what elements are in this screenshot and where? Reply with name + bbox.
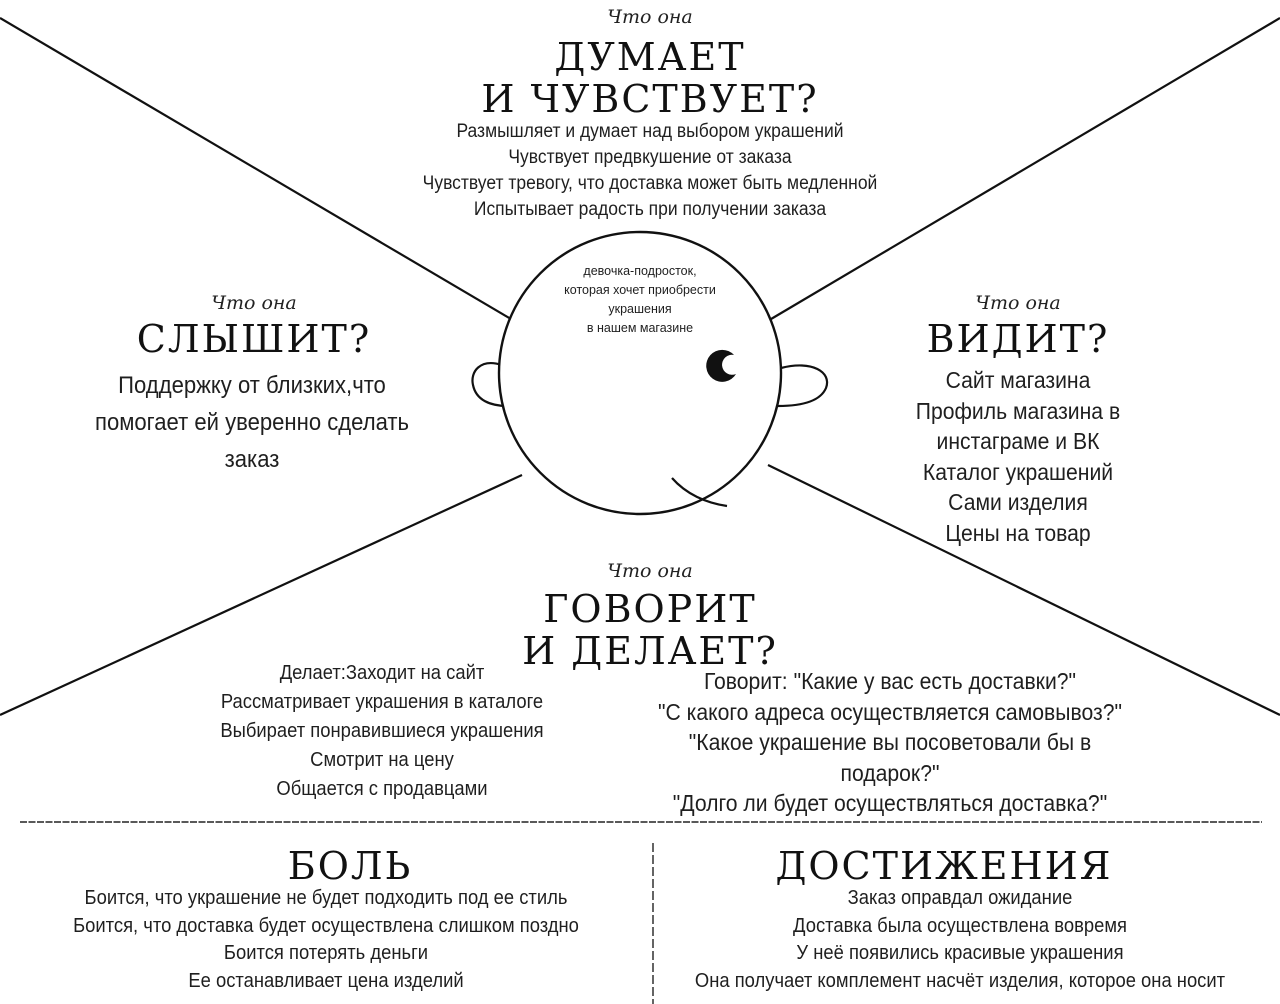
say-title-line1: ГОВОРИТ bbox=[420, 588, 880, 630]
pain-title: БОЛЬ bbox=[150, 845, 550, 887]
see-item: Сайт магазина bbox=[880, 365, 1156, 396]
gain-item: У неё появились красивые украшения bbox=[675, 940, 1245, 968]
says-list: Говорит: "Какие у вас есть доставки?" "С… bbox=[642, 666, 1139, 819]
does-item: Выбирает понравившиеся украшения bbox=[180, 717, 585, 746]
think-list: Размышляет и думает над выбором украшени… bbox=[383, 119, 917, 223]
think-item: Размышляет и думает над выбором украшени… bbox=[383, 119, 917, 145]
think-title: ДУМАЕТ И ЧУВСТВУЕТ? bbox=[420, 36, 880, 120]
does-item: Смотрит на цену bbox=[180, 746, 585, 775]
hear-item: заказ bbox=[50, 441, 455, 478]
think-item: Чувствует тревогу, что доставка может бы… bbox=[383, 171, 917, 197]
think-kicker: Что она bbox=[540, 6, 760, 28]
does-list: Делает:Заходит на сайт Рассматривает укр… bbox=[180, 659, 585, 804]
think-item: Чувствует предвкушение от заказа bbox=[383, 145, 917, 171]
think-title-line1: ДУМАЕТ bbox=[420, 36, 880, 78]
gain-item: Заказ оправдал ожидание bbox=[675, 885, 1245, 913]
says-item: "Долго ли будет осуществляться доставка?… bbox=[642, 788, 1139, 819]
says-item: "С какого адреса осуществляется самовыво… bbox=[642, 697, 1139, 728]
pain-item: Боится, что доставка будет осуществлена … bbox=[35, 913, 616, 941]
does-item: Рассматривает украшения в каталоге bbox=[180, 688, 585, 717]
hear-list: Поддержку от близких,что помогает ей уве… bbox=[50, 367, 455, 478]
gain-item: Она получает комплемент насчёт изделия, … bbox=[675, 968, 1245, 996]
think-item: Испытывает радость при получении заказа bbox=[383, 197, 917, 223]
pain-list: Боится, что украшение не будет подходить… bbox=[35, 885, 616, 995]
does-item: Делает:Заходит на сайт bbox=[180, 659, 585, 688]
gain-list: Заказ оправдал ожидание Доставка была ос… bbox=[675, 885, 1245, 995]
hear-item: Поддержку от близких,что bbox=[50, 367, 455, 404]
see-title: ВИДИТ? bbox=[868, 318, 1168, 360]
pain-item: Ее останавливает цена изделий bbox=[35, 968, 616, 996]
say-kicker: Что она bbox=[540, 560, 760, 582]
right-ear bbox=[778, 365, 827, 406]
says-item: подарок?" bbox=[642, 758, 1139, 789]
says-item: Говорит: "Какие у вас есть доставки?" bbox=[642, 666, 1139, 697]
persona-line: в нашем магазине bbox=[540, 319, 740, 338]
persona-line: украшения bbox=[540, 300, 740, 319]
see-item: Каталог украшений bbox=[880, 457, 1156, 488]
see-list: Сайт магазина Профиль магазина в инстагр… bbox=[880, 365, 1156, 548]
hear-item: помогает ей уверенно сделать bbox=[50, 404, 455, 441]
see-item: инстаграме и ВК bbox=[880, 426, 1156, 457]
pain-item: Боится потерять деньги bbox=[35, 940, 616, 968]
see-item: Цены на товар bbox=[880, 518, 1156, 549]
think-title-line2: И ЧУВСТВУЕТ? bbox=[420, 78, 880, 120]
persona-line: девочка-подросток, bbox=[540, 262, 740, 281]
see-kicker: Что она bbox=[908, 292, 1128, 314]
hear-title: СЛЫШИТ? bbox=[104, 318, 404, 360]
pain-item: Боится, что украшение не будет подходить… bbox=[35, 885, 616, 913]
persona-line: которая хочет приобрести bbox=[540, 281, 740, 300]
says-item: "Какое украшение вы посоветовали бы в bbox=[642, 727, 1139, 758]
hear-kicker: Что она bbox=[144, 292, 364, 314]
persona-note: девочка-подросток, которая хочет приобре… bbox=[540, 262, 740, 338]
does-item: Общается с продавцами bbox=[180, 775, 585, 804]
gain-title: ДОСТИЖЕНИЯ bbox=[744, 845, 1144, 887]
gain-item: Доставка была осуществлена вовремя bbox=[675, 913, 1245, 941]
see-item: Сами изделия bbox=[880, 487, 1156, 518]
see-item: Профиль магазина в bbox=[880, 396, 1156, 427]
